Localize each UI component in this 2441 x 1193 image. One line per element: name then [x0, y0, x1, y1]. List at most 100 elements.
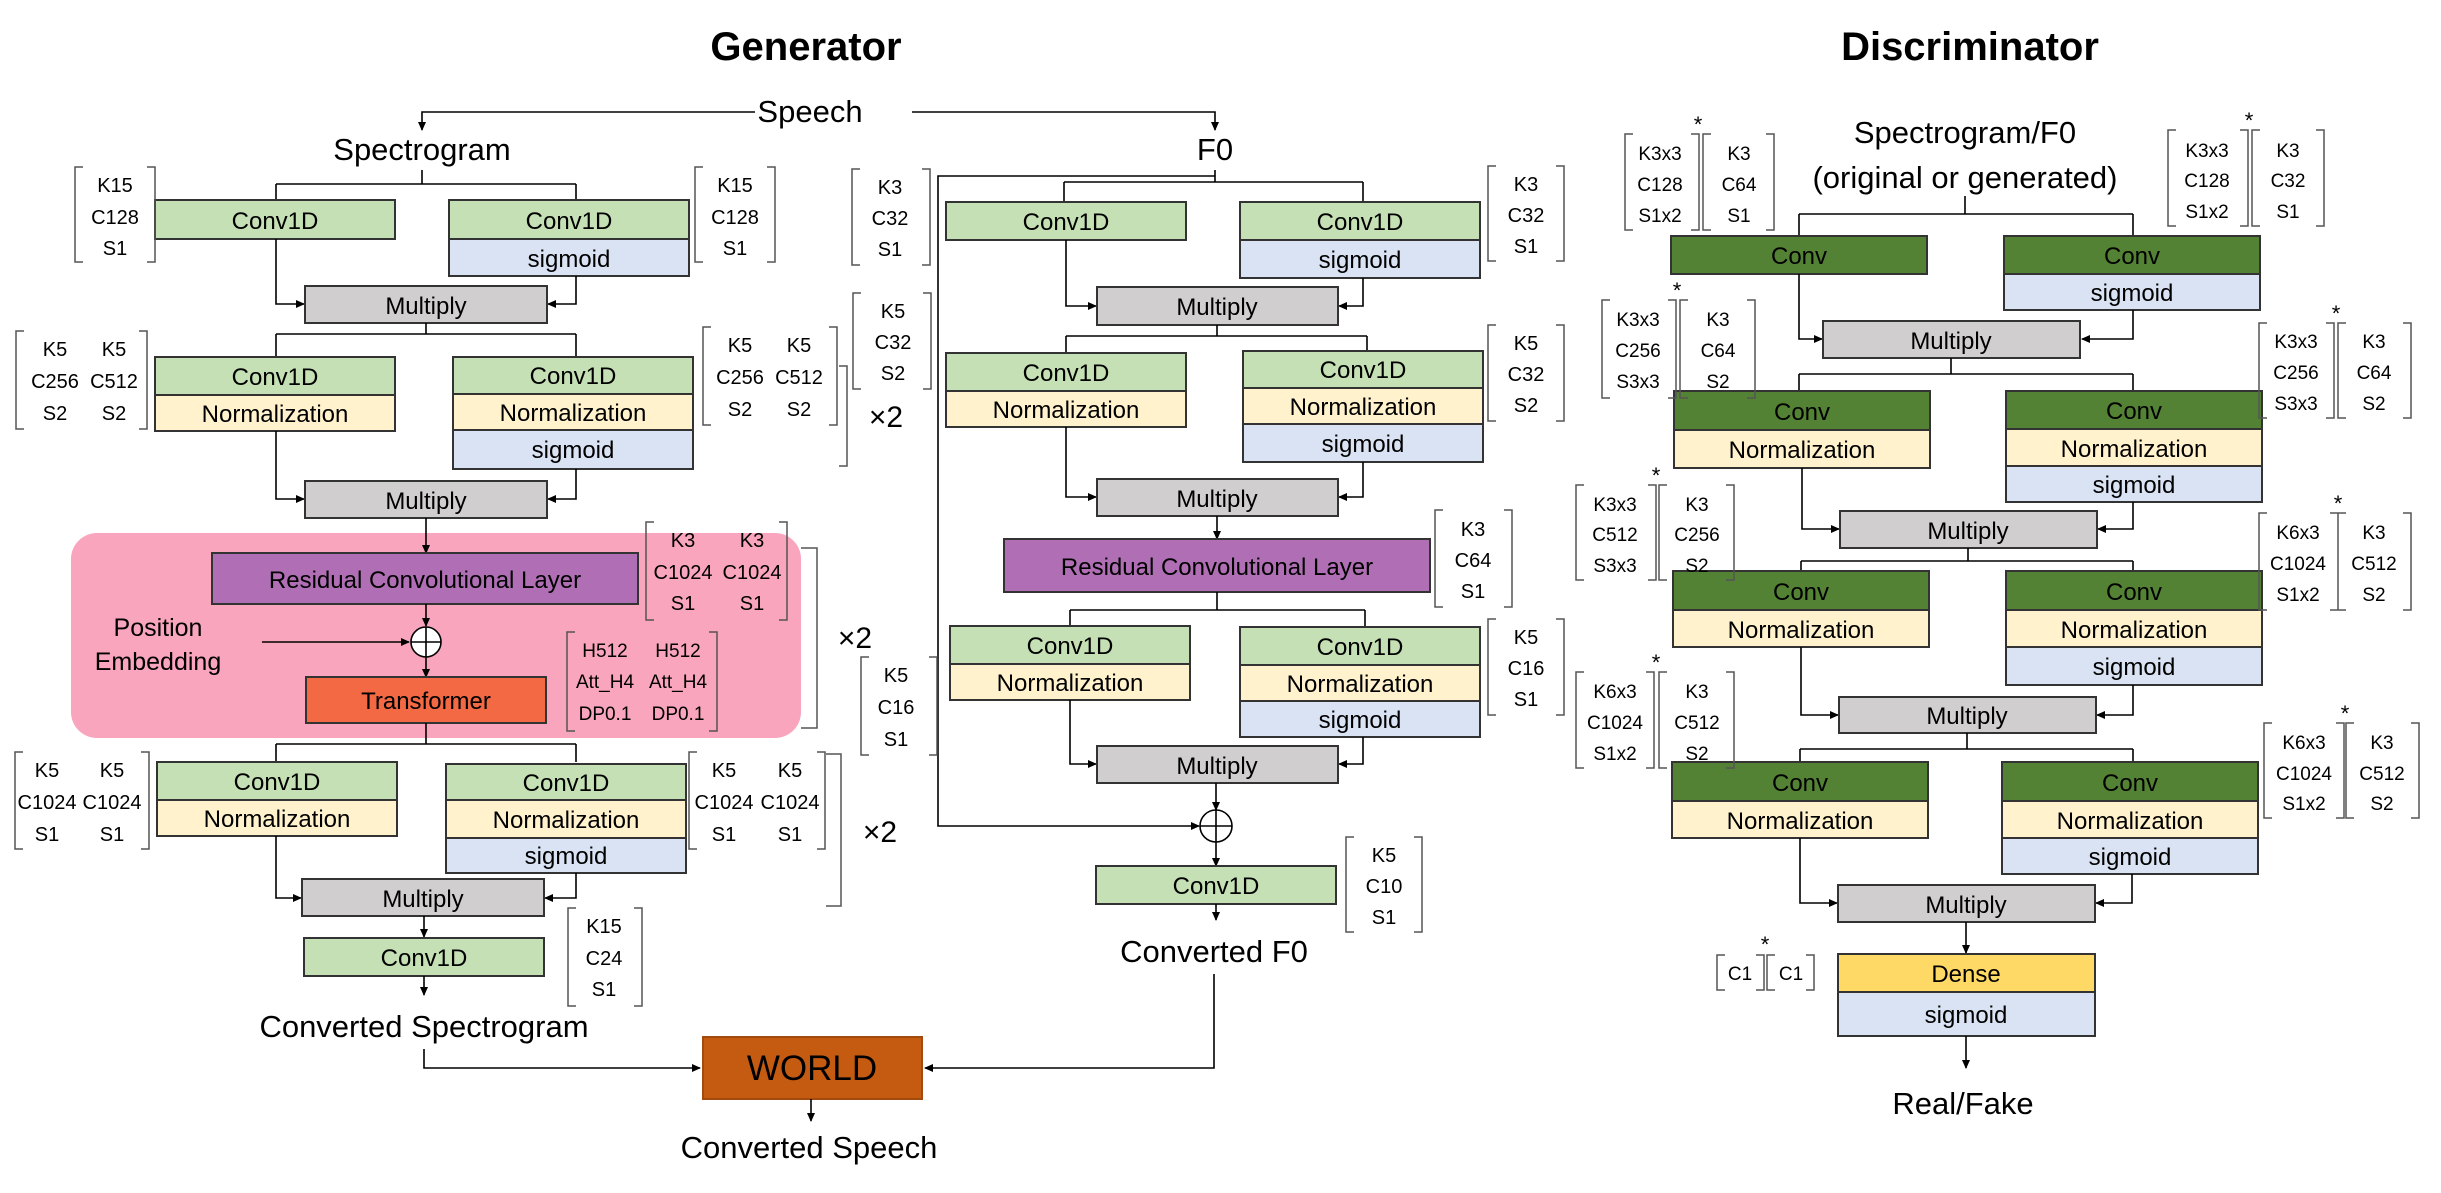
svg-text:C1: C1 [1728, 964, 1752, 985]
svg-text:S1x2: S1x2 [1593, 744, 1636, 765]
multiply-block [1839, 510, 2098, 549]
param-annotation: * K6x3 C1024 S1x2 K3 C512 S2 [2258, 491, 2412, 611]
normalization-label: Normalization [500, 400, 647, 427]
conv1d-label: Conv1D [1317, 634, 1404, 661]
speech-input-label: Speech [757, 94, 862, 129]
conv-label: Conv [1771, 243, 1827, 270]
svg-text:C256: C256 [716, 367, 764, 389]
normalization-block [445, 799, 687, 839]
discriminator-input-label: (original or generated) [1812, 160, 2117, 195]
sigmoid-block [1837, 991, 2096, 1037]
spec-split-1 [275, 170, 577, 200]
svg-text:*: * [2245, 108, 2254, 133]
normalization-block [2005, 428, 2263, 467]
param-annotation: K5 C32 S2 [852, 292, 932, 390]
sigmoid-block [452, 429, 694, 470]
conv1d-label: Conv1D [523, 770, 610, 797]
repeat-brace [839, 365, 848, 467]
normalization-block [154, 394, 396, 432]
svg-text:*: * [2341, 701, 2350, 726]
add-operator-cross [1200, 810, 1232, 842]
svg-text:S1: S1 [1727, 206, 1750, 227]
svg-text:C64: C64 [1455, 550, 1492, 572]
conv1d-label: Conv1D [1027, 633, 1114, 660]
normalization-block [1671, 800, 1929, 839]
svg-text:K5: K5 [884, 665, 908, 687]
svg-text:S2: S2 [2362, 585, 2385, 606]
svg-text:C32: C32 [1508, 364, 1545, 386]
svg-text:K3: K3 [2276, 141, 2299, 162]
svg-text:C128: C128 [2184, 171, 2229, 192]
add-operator-cross [411, 627, 441, 657]
svg-text:C512: C512 [90, 371, 138, 393]
sigmoid-label: sigmoid [532, 437, 615, 464]
param-annotation: * K3x3 C128 S1x2 K3 C64 S1 [1624, 112, 1775, 231]
real-fake-output-label: Real/Fake [1892, 1086, 2033, 1121]
normalization-label: Normalization [1727, 808, 1874, 835]
svg-text:K5: K5 [1514, 627, 1538, 649]
multiply-label: Multiply [1925, 892, 2006, 919]
conv1d-label: Conv1D [234, 769, 321, 796]
flow-line [1065, 325, 1368, 353]
multiply-label: Multiply [1176, 294, 1257, 321]
svg-text:K3: K3 [1706, 310, 1729, 331]
svg-text:S1: S1 [878, 239, 902, 261]
svg-text:*: * [1761, 932, 1770, 957]
svg-text:S1x2: S1x2 [2276, 585, 2319, 606]
svg-text:Att_H4: Att_H4 [576, 672, 635, 693]
svg-text:C1024: C1024 [695, 792, 754, 814]
svg-text:C256: C256 [1615, 341, 1660, 362]
flow-line [2096, 685, 2134, 719]
svg-text:S1: S1 [884, 729, 908, 751]
residual-conv-layer-block [1003, 538, 1431, 593]
flow-line [547, 469, 577, 503]
param-annotation: K3 C1024 S1 K3 C1024 S1 [645, 521, 788, 621]
flow-line [275, 323, 577, 357]
svg-text:S1x2: S1x2 [2282, 794, 2325, 815]
residual-conv-layer-block [211, 552, 639, 605]
svg-text:H512: H512 [655, 641, 700, 662]
svg-text:C512: C512 [2359, 764, 2404, 785]
svg-text:DP0.1: DP0.1 [579, 704, 632, 725]
sigmoid-block [2003, 273, 2261, 311]
conv1d-block [945, 201, 1187, 241]
conv1d-block [1095, 865, 1337, 905]
sigmoid-block [1242, 423, 1484, 463]
repeat-label: ×2 [869, 401, 903, 434]
svg-text:C10: C10 [1366, 876, 1403, 898]
svg-text:C32: C32 [872, 208, 909, 230]
normalization-label: Normalization [2057, 808, 2204, 835]
flow-line [547, 276, 577, 308]
flow-line [2097, 502, 2134, 533]
sigmoid-label: sigmoid [2093, 654, 2176, 681]
param-annotation: K5 C256 S2 K5 C512 S2 [702, 326, 838, 426]
conv1d-block [945, 352, 1187, 392]
svg-text:C1024: C1024 [83, 792, 142, 814]
flow-line [2081, 310, 2134, 343]
sigmoid-block [445, 837, 687, 874]
svg-text:Att_H4: Att_H4 [649, 672, 708, 693]
conv1d-label: Conv1D [526, 208, 613, 235]
svg-text:C512: C512 [775, 367, 823, 389]
flow-line [1798, 274, 1823, 343]
conv1d-label: Conv1D [530, 363, 617, 390]
param-annotation: K5 C10 S1 [1345, 836, 1423, 933]
normalization-block [2005, 609, 2263, 648]
sigmoid-block [1239, 700, 1481, 738]
param-annotation: * K6x3 C1024 S1x2 K3 C512 S2 [2263, 701, 2420, 819]
svg-text:S2: S2 [2362, 394, 2385, 415]
flow-line [275, 239, 305, 308]
multiply-label: Multiply [1926, 703, 2007, 730]
svg-text:S1: S1 [2276, 202, 2299, 223]
flow-line [1065, 427, 1097, 501]
dense-block [1837, 953, 2096, 993]
sigmoid-label: sigmoid [1319, 247, 1402, 274]
conv-label: Conv [2102, 770, 2158, 797]
repeat-brace [826, 753, 842, 907]
param-annotation: K5 C16 S1 [1487, 618, 1565, 716]
svg-text:S1: S1 [35, 824, 59, 846]
svg-text:S2: S2 [1685, 556, 1708, 577]
param-annotation: * K3x3 C512 S3x3 K3 C256 S2 [1575, 463, 1735, 581]
conv-label: Conv [2106, 398, 2162, 425]
svg-text:*: * [2332, 301, 2341, 326]
